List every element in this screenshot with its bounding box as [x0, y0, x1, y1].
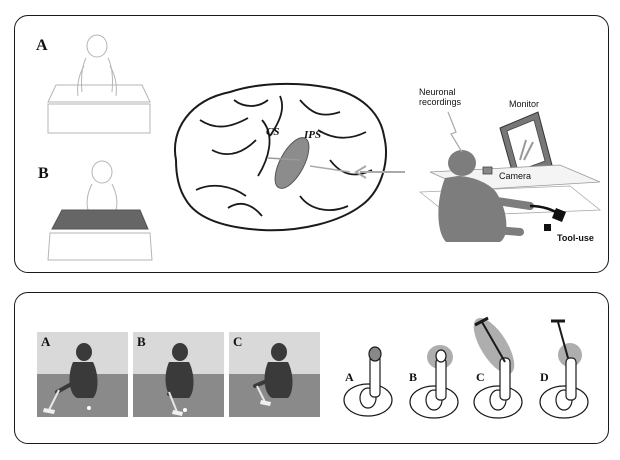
- photo-c-label: C: [233, 334, 243, 349]
- arrow-to-brain: [354, 165, 405, 179]
- receptive-field-c: [473, 318, 515, 374]
- monkey-head-b: [91, 160, 113, 184]
- arm-diagram-b: [409, 349, 459, 419]
- tool-use-label: Tool-use: [557, 233, 594, 243]
- arm-label-d: D: [540, 370, 549, 384]
- arm-diagram-c: [473, 357, 523, 419]
- monitor-label: Monitor: [509, 99, 539, 109]
- camera-box: [482, 166, 493, 175]
- electrode-bolt: [447, 111, 463, 153]
- rake-head: [552, 208, 566, 222]
- monkey-body-setup: [438, 176, 507, 242]
- floor-plane-b: [47, 232, 153, 261]
- arm-diagram-a: [343, 346, 393, 417]
- brain-sulci: [195, 95, 373, 217]
- photo-b: B: [133, 332, 224, 417]
- arm-diagram-d: [539, 357, 589, 419]
- food-pellet: [544, 224, 551, 231]
- monitor-screen: [506, 119, 546, 172]
- table-plane-a: [47, 84, 151, 103]
- monkey-head-setup: [448, 150, 476, 176]
- electrode-trace: [267, 157, 301, 161]
- recording-label-line2: recordings: [419, 97, 462, 107]
- rake-c: [481, 321, 506, 363]
- rake-d: [557, 321, 569, 359]
- brain-illustration: [174, 82, 387, 232]
- sulcus-cs-label: CS: [266, 126, 279, 138]
- condition-b-label: B: [38, 165, 49, 182]
- condition-a-label: A: [36, 37, 48, 54]
- monkey-arms-setup: [486, 196, 534, 236]
- arm-label-c: C: [476, 370, 485, 384]
- condition-b-figure: [47, 160, 153, 261]
- arm-label-a: A: [345, 370, 354, 384]
- monitor-hand-image: [519, 139, 534, 161]
- rake-c-head: [474, 316, 489, 327]
- floor-plane-a: [47, 103, 151, 134]
- monkey-body-b: [86, 183, 118, 211]
- monkey-head-a: [86, 34, 108, 58]
- recording-setup: [418, 111, 602, 242]
- sulcus-ips-label: IPS: [303, 129, 321, 141]
- monkey-body-a: [77, 57, 117, 97]
- arm-label-b: B: [409, 370, 417, 384]
- condition-a-figure: [47, 34, 151, 134]
- photo-a-label: A: [41, 334, 51, 349]
- projection-line: [309, 165, 351, 173]
- recording-label-line1: Neuronal: [419, 87, 456, 97]
- photo-b-label: B: [137, 334, 146, 349]
- photo-c: C: [229, 332, 320, 417]
- photo-a: A: [37, 332, 128, 417]
- opaque-table-b: [51, 209, 149, 230]
- brain-outline: [174, 82, 387, 232]
- camera-label: Camera: [499, 171, 531, 181]
- ips-region: [274, 137, 310, 189]
